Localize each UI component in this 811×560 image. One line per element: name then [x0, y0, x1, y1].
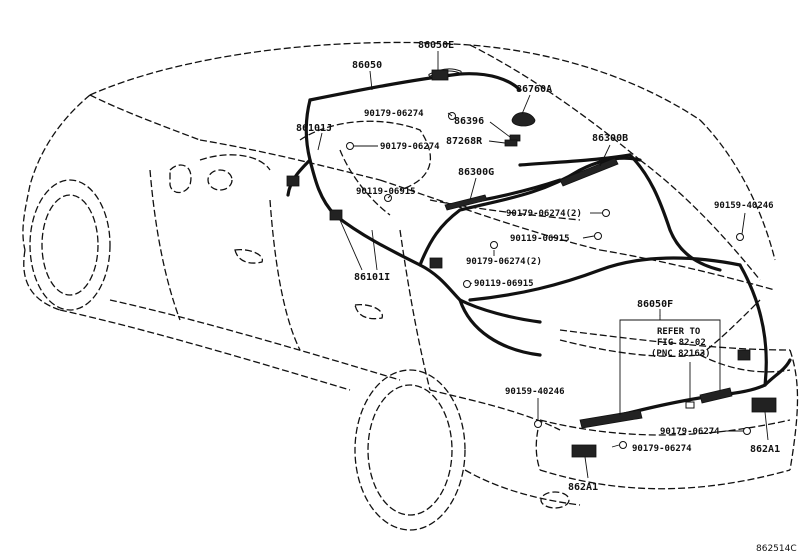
connectors — [286, 69, 777, 458]
connector-86101i — [429, 257, 443, 269]
figure-code: 862514C — [756, 544, 797, 554]
label-90179-f: 90179-06274 — [632, 444, 692, 454]
clip-90179-b — [346, 142, 354, 150]
connector-87268r — [504, 139, 518, 147]
label-862a1-bottom: 862A1 — [568, 482, 598, 493]
label-90179-d: 90179-06274(2) — [466, 257, 542, 267]
label-90179-b: 90179-06274 — [380, 142, 440, 152]
connector-86050e — [431, 69, 449, 81]
part-labels: 86050E 86050 86760A 86396 87268R 86101J … — [296, 40, 797, 554]
fasteners — [346, 112, 751, 449]
label-90119-a: 90119-06915 — [356, 187, 416, 197]
refer-line-1: REFER TO — [657, 327, 701, 337]
label-86101i: 86101I — [354, 272, 390, 283]
connector-trunk — [737, 349, 751, 361]
label-86101j: 86101J — [296, 123, 332, 134]
label-90159-left: 90159-40246 — [505, 387, 565, 397]
bolt-90119-b — [594, 232, 602, 240]
label-87268r: 87268R — [446, 136, 483, 147]
label-90179-c: 90179-06274(2) — [506, 209, 582, 219]
leader-lines — [317, 51, 769, 479]
label-86300g: 86300G — [458, 167, 494, 178]
refer-line-2: FIG 82-02 — [657, 338, 706, 348]
label-90159-right: 90159-40246 — [714, 201, 774, 211]
connector-86101j-a — [286, 175, 300, 187]
label-90119-b: 90119-06915 — [510, 234, 570, 244]
amplifier-86300g — [444, 194, 488, 211]
connector-862a1-right — [751, 397, 777, 413]
label-90179-a: 90179-06274 — [364, 109, 424, 119]
connector-862a1-bottom — [571, 444, 597, 458]
label-86300b: 86300B — [592, 133, 628, 144]
car-body-outline — [22, 41, 799, 531]
bolt-90119-c — [463, 280, 471, 288]
clip-90179-e — [743, 427, 751, 435]
connector-86101j-b — [329, 209, 343, 221]
trunk-antenna-86050f — [579, 409, 643, 429]
wire-harness — [286, 68, 792, 422]
refer-line-3: (PNC 82163) — [651, 349, 711, 359]
label-86050f: 86050F — [637, 299, 673, 310]
module-86300b — [559, 157, 619, 187]
label-90179-e: 90179-06274 — [660, 427, 720, 437]
clip-90179-d — [490, 241, 498, 249]
label-86760a: 86760A — [516, 84, 552, 95]
antenna-86760a — [511, 112, 536, 127]
trunk-antenna-86050f-right — [699, 387, 733, 404]
label-86050e: 86050E — [418, 40, 454, 51]
clip-90179-f — [619, 441, 627, 449]
label-90119-c: 90119-06915 — [474, 279, 534, 289]
label-86050: 86050 — [352, 60, 382, 71]
label-862a1-right: 862A1 — [750, 444, 780, 455]
clip-90179-c — [602, 209, 610, 217]
label-86396: 86396 — [454, 116, 484, 127]
bolt-90159-left — [534, 420, 542, 428]
bolt-90159-right — [736, 233, 744, 241]
